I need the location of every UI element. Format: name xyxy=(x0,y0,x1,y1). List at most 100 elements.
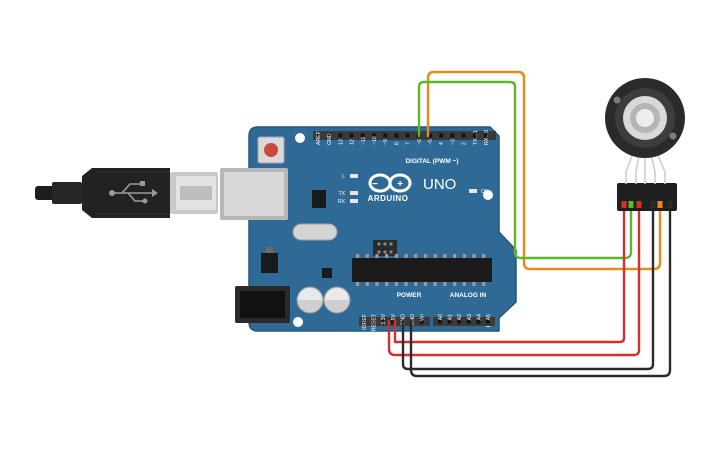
chip-leg xyxy=(365,254,369,258)
analog-pin-hole[interactable] xyxy=(457,319,462,324)
digital-pin-hole[interactable] xyxy=(360,133,365,138)
analog-pin-hole[interactable] xyxy=(486,319,490,324)
power-pin-label: RESET xyxy=(372,313,378,331)
voltage-regulator xyxy=(261,247,278,273)
power-pin-label: Vin xyxy=(420,314,426,322)
chip-leg xyxy=(356,254,360,258)
digital-pin-hole[interactable] xyxy=(338,133,343,138)
small-ic xyxy=(322,268,332,278)
digital-pin-label: ~6 xyxy=(417,139,423,145)
digital-pin-hole[interactable] xyxy=(405,133,410,138)
digital-pin-hole[interactable] xyxy=(461,133,466,138)
digital-pin-hole[interactable] xyxy=(450,133,455,138)
wire-black-1[interactable] xyxy=(401,205,655,371)
chip-leg xyxy=(375,254,379,258)
encoder-knob[interactable] xyxy=(636,109,654,127)
chip-leg xyxy=(394,254,398,258)
chip-leg xyxy=(433,254,437,258)
power-pin-hole[interactable] xyxy=(362,319,366,324)
digital-pin-hole[interactable] xyxy=(327,133,332,138)
arduino-uno-board[interactable]: − + ARDUINO UNO L TX RX ON DIGITAL (PWM … xyxy=(220,126,517,332)
digital-pin-label: 12 xyxy=(350,139,356,145)
digital-pin-label: RX←0 xyxy=(484,130,490,145)
analog-header-label: ANALOG IN xyxy=(450,292,487,299)
wire-black-2[interactable] xyxy=(409,205,672,378)
digital-pin-label: AREF xyxy=(316,131,322,145)
digital-pin-hole[interactable] xyxy=(316,133,320,138)
chip-leg xyxy=(472,254,476,258)
mounting-hole xyxy=(483,190,493,200)
analog-pin-label: A0 xyxy=(438,314,444,320)
digital-pin-label: GND xyxy=(327,133,333,145)
arduino-logo: − + ARDUINO UNO xyxy=(368,173,456,203)
digital-header-label: DIGITAL (PWM ~) xyxy=(405,158,458,165)
analog-pin-label: A5 xyxy=(486,314,492,320)
analog-pin-hole[interactable] xyxy=(466,319,471,324)
usb-icon xyxy=(109,181,158,204)
digital-pin-label: TX→1 xyxy=(473,130,479,145)
power-pin-hole[interactable] xyxy=(371,319,376,324)
connector-pin xyxy=(667,201,673,208)
usb-cable-strain-relief xyxy=(52,182,82,204)
wire-red-2[interactable] xyxy=(387,205,641,357)
usb-cable[interactable] xyxy=(35,168,218,218)
connector-pin xyxy=(636,201,642,208)
digital-pin-label: 7 xyxy=(406,142,412,145)
chip-leg xyxy=(385,282,389,286)
digital-pin-hole[interactable] xyxy=(484,133,488,138)
chip-leg xyxy=(423,282,428,286)
icsp-header xyxy=(373,240,397,256)
analog-pin-hole[interactable] xyxy=(447,319,452,324)
digital-pin-hole[interactable] xyxy=(394,133,399,138)
connector-pin xyxy=(628,201,634,208)
model-label: UNO xyxy=(423,176,456,193)
usb-chip xyxy=(312,190,326,208)
digital-pin-hole[interactable] xyxy=(472,133,477,138)
chip-leg xyxy=(453,254,457,258)
chip-leg xyxy=(414,282,418,286)
chip-leg xyxy=(423,254,428,258)
usb-cable-end xyxy=(35,186,55,200)
power-pin-hole[interactable] xyxy=(390,319,395,324)
analog-pin-label: A2 xyxy=(457,314,463,320)
power-header-label: POWER xyxy=(397,292,422,299)
digital-pin-label: 13 xyxy=(338,139,344,145)
digital-pin-hole[interactable] xyxy=(372,133,376,138)
digital-pin-label: 2 xyxy=(462,142,468,145)
digital-pin-hole[interactable] xyxy=(428,133,432,138)
rotary-encoder[interactable] xyxy=(605,78,685,211)
svg-text:−: − xyxy=(372,179,378,190)
wire-orange[interactable] xyxy=(426,70,662,271)
chip-leg xyxy=(394,282,398,286)
digital-pin-hole[interactable] xyxy=(439,133,444,138)
status-leds: L TX RX ON xyxy=(338,174,489,205)
led-label-on: ON xyxy=(481,189,489,195)
wire-red-1[interactable] xyxy=(393,205,626,344)
power-pin-label: 3.3V xyxy=(381,313,387,324)
infinity-icon xyxy=(368,173,412,193)
analog-pin-hole[interactable] xyxy=(438,319,442,324)
chip-leg xyxy=(462,282,466,286)
reset-button[interactable] xyxy=(257,136,285,164)
led-label-l: L xyxy=(342,174,345,180)
atmega-chip xyxy=(352,254,492,286)
chip-leg xyxy=(404,282,408,286)
svg-text:+: + xyxy=(397,179,403,190)
wires xyxy=(387,70,672,378)
power-pin-hole[interactable] xyxy=(381,319,386,324)
wire-green[interactable] xyxy=(417,80,633,260)
digital-pin-hole[interactable] xyxy=(383,133,388,138)
digital-pin-label: ~11 xyxy=(361,136,367,145)
digital-pin-label: ~5 xyxy=(428,139,434,145)
power-pin-hole[interactable] xyxy=(419,319,424,324)
chip-leg xyxy=(482,254,486,258)
analog-pin-hole[interactable] xyxy=(476,319,481,324)
mounting-hole xyxy=(295,133,305,143)
chip-leg xyxy=(462,254,466,258)
digital-pin-hole[interactable] xyxy=(349,133,354,138)
chip-leg xyxy=(472,282,476,286)
